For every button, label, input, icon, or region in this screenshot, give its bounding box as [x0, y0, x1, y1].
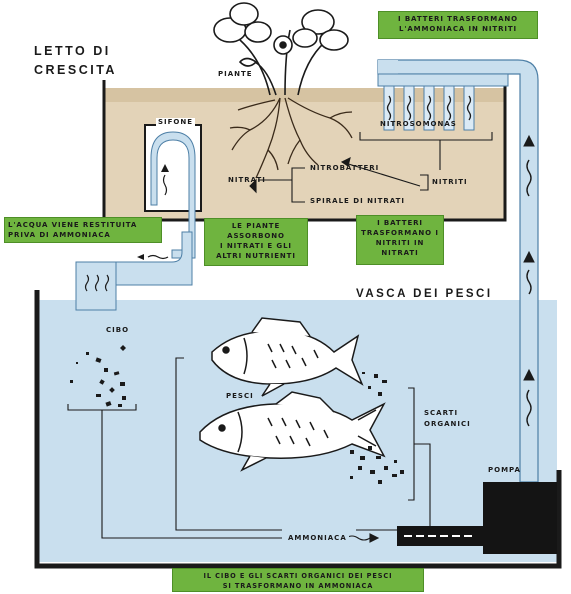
nitrates-label: NITRATI — [228, 176, 266, 184]
nitrate-spiral-label: SPIRALE DI NITRATI — [310, 197, 405, 205]
fish-lower — [199, 391, 386, 472]
pump — [397, 482, 557, 554]
siphon — [144, 124, 202, 259]
drip-outlets — [377, 73, 509, 131]
upflow-arrows — [523, 134, 535, 427]
nitrogen-cycle-lines — [249, 132, 493, 203]
fish-label: PESCI — [226, 392, 254, 400]
outflow-pipe — [75, 231, 193, 311]
siphon-label: SIFONE — [156, 118, 196, 126]
callout-bacteria-nitrites: I BATTERI TRASFORMANO L'AMMONIACA IN NIT… — [378, 11, 538, 39]
nitrites-label: NITRITI — [432, 178, 468, 186]
organic-waste-label: SCARTI ORGANICI — [424, 409, 471, 428]
callout-food-waste-ammonia: IL CIBO E GLI SCARTI ORGANICI DEI PESCI … — [172, 568, 424, 592]
plants-label: PIANTE — [218, 70, 253, 78]
waste-particles — [350, 372, 404, 484]
callout-bacteria-nitrates: I BATTERI TRASFORMANO I NITRITI IN NITRA… — [356, 215, 444, 265]
food-label: CIBO — [106, 326, 130, 334]
ammonia-lines — [67, 357, 431, 543]
ammonia-label: AMMONIACA — [286, 534, 349, 542]
grow-bed-label: LETTO DI CRESCITA — [34, 44, 117, 77]
return-pipe — [377, 59, 539, 483]
food-pellets — [70, 345, 126, 407]
callout-plants-absorb: LE PIANTE ASSORBONO I NITRATI E GLI ALTR… — [204, 218, 308, 266]
fish-tank-label: VASCA DEI PESCI — [356, 288, 493, 300]
pump-label: POMPA — [488, 466, 521, 474]
fish-upper — [211, 317, 364, 397]
nitrosomonas-label: NITROSOMONAS — [380, 120, 457, 128]
strawberry-plant — [213, 2, 349, 96]
nitrobacter-label: NITROBATTERI — [310, 164, 380, 172]
callout-water-returned: L'ACQUA VIENE RESTITUITA PRIVA DI AMMONI… — [4, 217, 162, 243]
plant-roots — [229, 97, 353, 179]
